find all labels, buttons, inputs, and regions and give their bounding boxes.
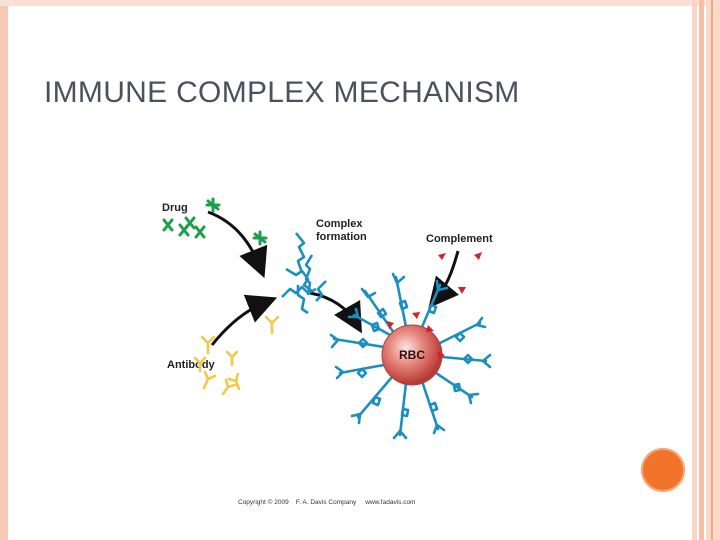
rbc-complex-rays [329,272,492,440]
complex-arrow [309,291,362,334]
complement-arrow [428,250,460,309]
complex-formation-label-line2: formation [316,231,367,243]
complement-label: Complement [426,233,493,245]
antibody-molecules [193,315,280,396]
immune-complex [281,232,327,315]
diagram-canvas: Drug Complex formation Complement Antibo… [162,197,493,440]
copyright-notice: Copyright © 2009 F. A. Davis Company www… [238,499,416,506]
slide-stripe [706,0,720,540]
slide-stripe [711,0,713,540]
slide-frame-left [0,0,8,540]
drug-arrow [207,210,268,279]
drug-molecules [162,197,268,246]
slide-title: IMMUNE COMPLEX MECHANISM [44,76,520,109]
rbc-label: RBC [399,348,425,362]
antibody-arrow [210,294,278,346]
slide-stripe [692,0,697,540]
decorative-orange-circle [641,448,685,492]
slide-stripe [699,0,704,540]
complex-formation-label-line1: Complex [316,218,363,230]
antibody-label: Antibody [167,359,216,371]
complement-proteins [387,252,482,359]
slide-frame-top [0,0,720,6]
immune-complex-diagram: Drug Complex formation Complement Antibo… [150,185,510,450]
drug-label: Drug [162,202,188,214]
